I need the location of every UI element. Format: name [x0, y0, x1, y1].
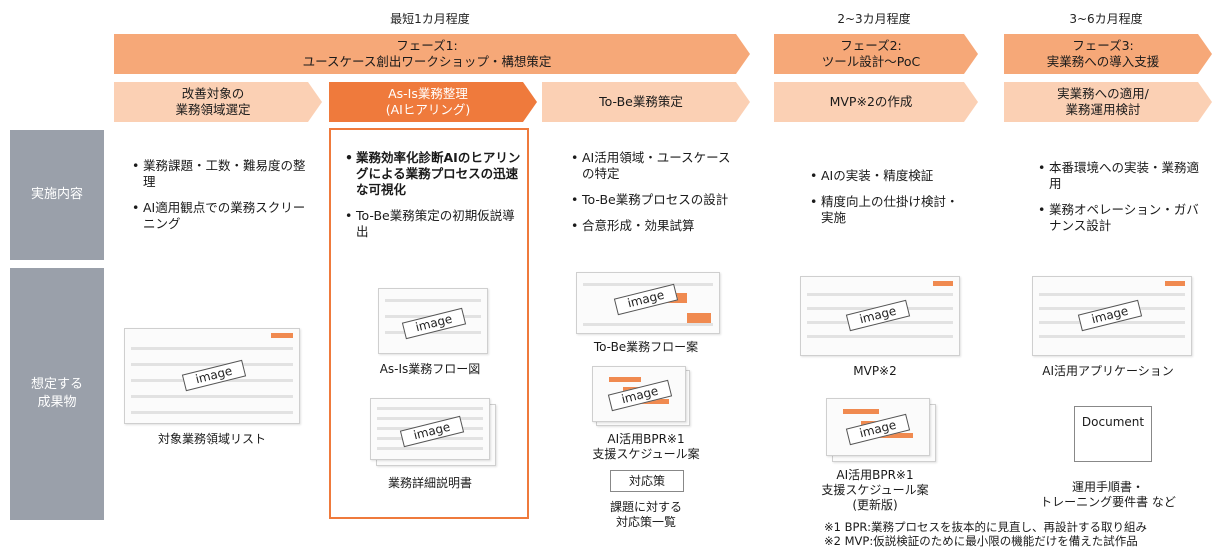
- phase1-chevron: フェーズ1: ユースケース創出ワークショップ・構想策定: [114, 34, 750, 74]
- content-col1-item: 業務課題・工数・難易度の整理: [132, 158, 312, 190]
- duration-phase1: 最短1カ月程度: [390, 12, 470, 26]
- bpr-updated-line3: (更新版): [852, 498, 898, 512]
- step-asis-analysis: As-Is業務整理 (AIヒアリング): [329, 82, 537, 122]
- content-col4-item: AIの実装・精度検証: [810, 168, 970, 184]
- deliverable-bpr-schedule-caption: AI活用BPR※1 支援スケジュール案: [548, 432, 744, 462]
- content-col3-item: To-Be業務プロセスの設計: [571, 192, 739, 208]
- screenshot-detail-document: image: [370, 398, 490, 460]
- screenshot-mvp: image: [800, 276, 960, 356]
- countermeasure-box: 対応策: [610, 470, 684, 492]
- phase1-subtitle: ユースケース創出ワークショップ・構想策定: [302, 54, 552, 69]
- phase3-title: フェーズ3:: [1072, 38, 1134, 53]
- step-scope-selection: 改善対象の 業務領域選定: [114, 82, 322, 122]
- content-col3-item: 合意形成・効果試算: [571, 218, 739, 234]
- content-col5-item: 本番環境への実装・業務適用: [1038, 160, 1202, 192]
- operation-docs-line1: 運用手順書・: [1071, 480, 1144, 494]
- content-col2-item: 業務効率化診断AIのヒアリングによる業務プロセスの迅速な可視化: [345, 150, 523, 198]
- image-placeholder-label: image: [401, 307, 467, 340]
- content-col1: 業務課題・工数・難易度の整理 AI適用観点での業務スクリーニング: [132, 158, 312, 242]
- deliverable-tobe-flow-caption: To-Be業務フロー案: [593, 340, 699, 354]
- deliverable-mvp-caption: MVP※2: [853, 364, 897, 378]
- step2-line1: As-Is業務整理: [388, 86, 468, 101]
- screenshot-target-list: image: [124, 328, 300, 424]
- step3-line1: To-Be業務策定: [599, 94, 683, 109]
- step5-line2: 業務運用検討: [1065, 102, 1141, 117]
- step1-line1: 改善対象の: [181, 86, 245, 101]
- phase3-subtitle: 実業務への導入支援: [1046, 54, 1160, 69]
- image-placeholder-label: image: [845, 413, 911, 446]
- bpr-schedule-line2: 支援スケジュール案: [592, 447, 700, 461]
- content-col5-item: 業務オペレーション・ガバナンス設計: [1038, 202, 1202, 234]
- rowhead-deliverables-line2: 成果物: [37, 395, 77, 410]
- image-placeholder-label: image: [607, 379, 673, 412]
- image-placeholder-label: image: [399, 415, 465, 448]
- footnotes: ※1 BPR:業務プロセスを抜本的に見直し、再設計する取り組み ※2 MVP:仮…: [824, 520, 1214, 548]
- countermeasure-line2: 対応策一覧: [615, 515, 676, 529]
- phase3-chevron: フェーズ3: 実業務への導入支援: [1004, 34, 1212, 74]
- image-placeholder-label: image: [1077, 299, 1143, 332]
- phase1-title: フェーズ1:: [396, 38, 458, 53]
- step4-line1: MVP※2の作成: [829, 94, 913, 109]
- step-tobe-design: To-Be業務策定: [542, 82, 750, 122]
- operation-docs-line2: トレーニング要件書 など: [1040, 495, 1176, 509]
- step1-line2: 業務領域選定: [175, 102, 251, 117]
- deliverable-operation-docs-caption: 運用手順書・ トレーニング要件書 など: [1010, 480, 1206, 510]
- bpr-updated-line2: 支援スケジュール案: [821, 483, 929, 497]
- content-col1-item: AI適用観点での業務スクリーニング: [132, 200, 312, 232]
- deliverable-countermeasure-caption: 課題に対する 対応策一覧: [548, 500, 744, 530]
- rowhead-deliverables-line1: 想定する: [30, 377, 83, 392]
- step-deployment: 実業務への適用/ 業務運用検討: [1004, 82, 1212, 122]
- image-placeholder-label: image: [845, 299, 911, 332]
- highlight-frame: [329, 128, 529, 519]
- deliverable-target-list-caption: 対象業務領域リスト: [157, 432, 266, 446]
- image-placeholder-label: image: [613, 283, 679, 316]
- phase2-chevron: フェーズ2: ツール設計〜PoC: [774, 34, 978, 74]
- duration-phase2: 2~3カ月程度: [837, 12, 911, 26]
- content-col3: AI活用領域・ユースケースの特定 To-Be業務プロセスの設計 合意形成・効果試…: [571, 150, 739, 244]
- phase2-subtitle: ツール設計〜PoC: [821, 54, 921, 69]
- step2-line2: (AIヒアリング): [385, 102, 471, 117]
- content-col5: 本番環境への実装・業務適用 業務オペレーション・ガバナンス設計: [1038, 160, 1202, 244]
- content-col2-item: To-Be業務策定の初期仮説導出: [345, 208, 523, 240]
- deliverable-detail-document-caption: 業務詳細説明書: [387, 476, 472, 490]
- bpr-updated-line1: AI活用BPR※1: [836, 468, 914, 482]
- content-col2: 業務効率化診断AIのヒアリングによる業務プロセスの迅速な可視化 To-Be業務策…: [345, 150, 523, 250]
- screenshot-asis-flow: image: [378, 288, 488, 354]
- deliverable-asis-flow-caption: As-Is業務フロー図: [379, 362, 481, 376]
- rowhead-content-label: 実施内容: [30, 187, 83, 202]
- step5-line1: 実業務への適用/: [1057, 86, 1149, 101]
- screenshot-bpr-schedule: image: [592, 366, 686, 422]
- duration-phase3: 3~6カ月程度: [1069, 12, 1143, 26]
- content-col4-item: 精度向上の仕掛け検討・実施: [810, 194, 970, 226]
- deliverable-ai-application-caption: AI活用アプリケーション: [1042, 364, 1174, 378]
- screenshot-ai-application: image: [1032, 276, 1192, 356]
- deliverable-bpr-schedule-updated-caption: AI活用BPR※1 支援スケジュール案 (更新版): [780, 468, 970, 513]
- step-mvp: MVP※2の作成: [774, 82, 978, 122]
- footnote-mvp: ※2 MVP:仮説検証のために最小限の機能だけを備えた試作品: [824, 534, 1138, 548]
- content-col3-item: AI活用領域・ユースケースの特定: [571, 150, 739, 182]
- content-col4: AIの実装・精度検証 精度向上の仕掛け検討・実施: [810, 168, 970, 236]
- screenshot-bpr-schedule-updated: image: [826, 398, 930, 456]
- rowhead-content: 実施内容: [10, 130, 104, 260]
- bpr-schedule-line1: AI活用BPR※1: [607, 432, 685, 446]
- countermeasure-line1: 課題に対する: [609, 500, 682, 514]
- screenshot-tobe-flow: image: [576, 272, 720, 334]
- footnote-bpr: ※1 BPR:業務プロセスを抜本的に見直し、再設計する取り組み: [824, 520, 1147, 534]
- document-icon-label: Document: [1081, 415, 1145, 429]
- document-icon: Document: [1074, 406, 1152, 462]
- rowhead-deliverables: 想定する 成果物: [10, 268, 104, 520]
- phase2-title: フェーズ2:: [840, 38, 902, 53]
